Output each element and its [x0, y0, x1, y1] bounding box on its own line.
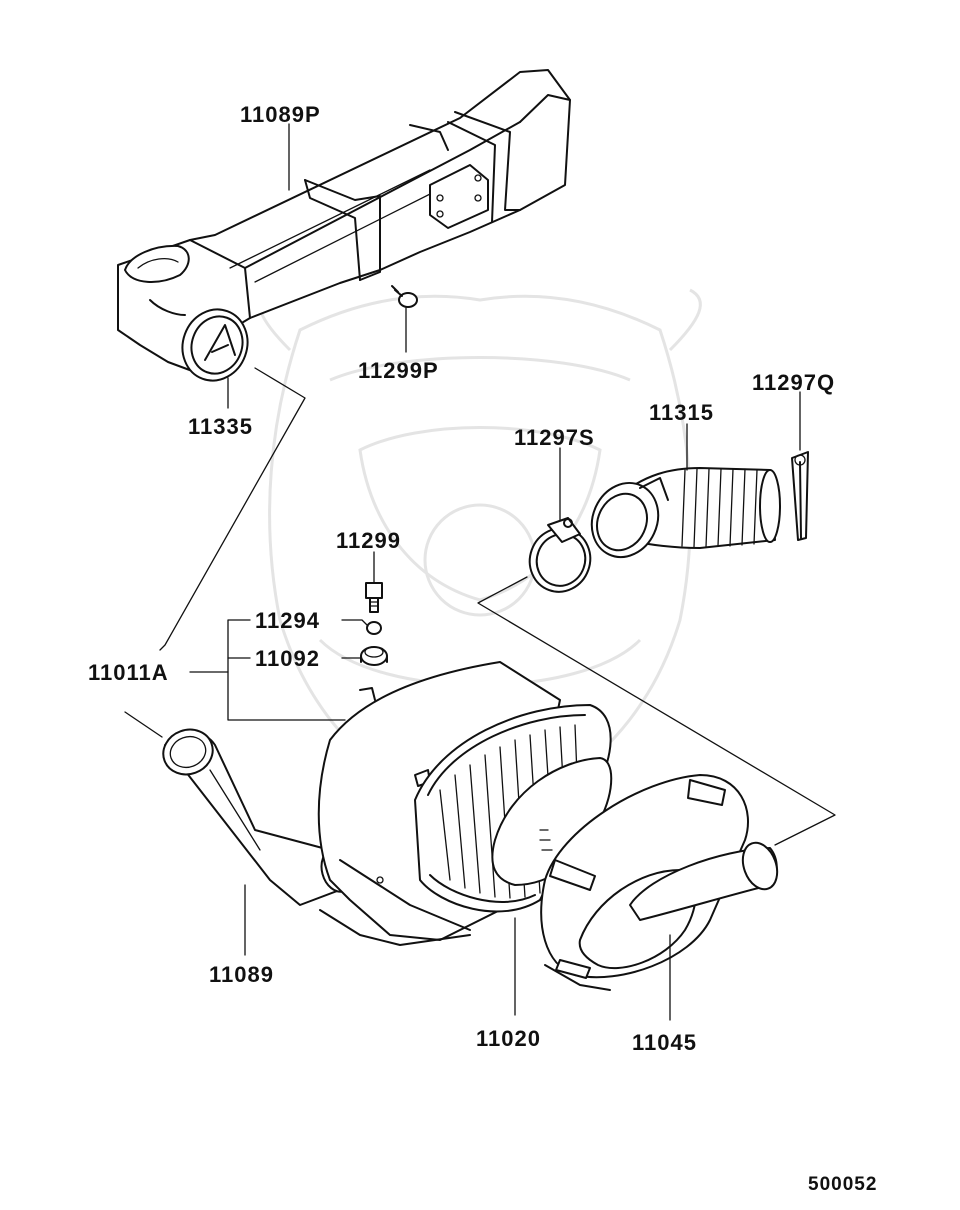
label-11011A: 11011A [88, 660, 169, 685]
hose-clamp-11297S [528, 517, 592, 593]
leader-11294 [341, 619, 369, 627]
pin-11297Q [791, 451, 809, 541]
part-labels: 11089P 11299P 11335 11297Q 11315 11297S … [88, 102, 877, 1195]
diagram-reference-number: 500052 [808, 1174, 877, 1195]
label-11299P: 11299P [358, 358, 439, 383]
label-11299: 11299 [336, 528, 401, 553]
bolt-11299P [391, 285, 418, 308]
label-11089P: 11089P [240, 102, 321, 127]
label-11092: 11092 [255, 646, 320, 671]
washer-11294 [366, 621, 382, 635]
bolt-11299 [365, 582, 383, 613]
upper-intake-duct-11089P [117, 69, 571, 379]
label-11297S: 11297S [514, 425, 595, 450]
intake-cover-11045 [540, 774, 779, 991]
label-11335: 11335 [188, 414, 253, 439]
corrugated-hose-11315 [590, 467, 781, 558]
bracket-11011A [227, 619, 346, 721]
guide-line-duct-to-cleaner [159, 367, 306, 651]
leader-lines [124, 123, 836, 1021]
grommet-11092 [360, 646, 388, 666]
guide-line-hose-to-cover [477, 576, 836, 846]
label-11294: 11294 [255, 608, 320, 633]
label-11045: 11045 [632, 1030, 697, 1055]
air-cleaner-11020 [317, 661, 613, 946]
label-11020: 11020 [476, 1026, 541, 1051]
label-11315: 11315 [649, 400, 714, 425]
label-11297Q: 11297Q [752, 370, 835, 395]
seal-ring-11335 [181, 308, 249, 382]
label-11089: 11089 [209, 962, 274, 987]
